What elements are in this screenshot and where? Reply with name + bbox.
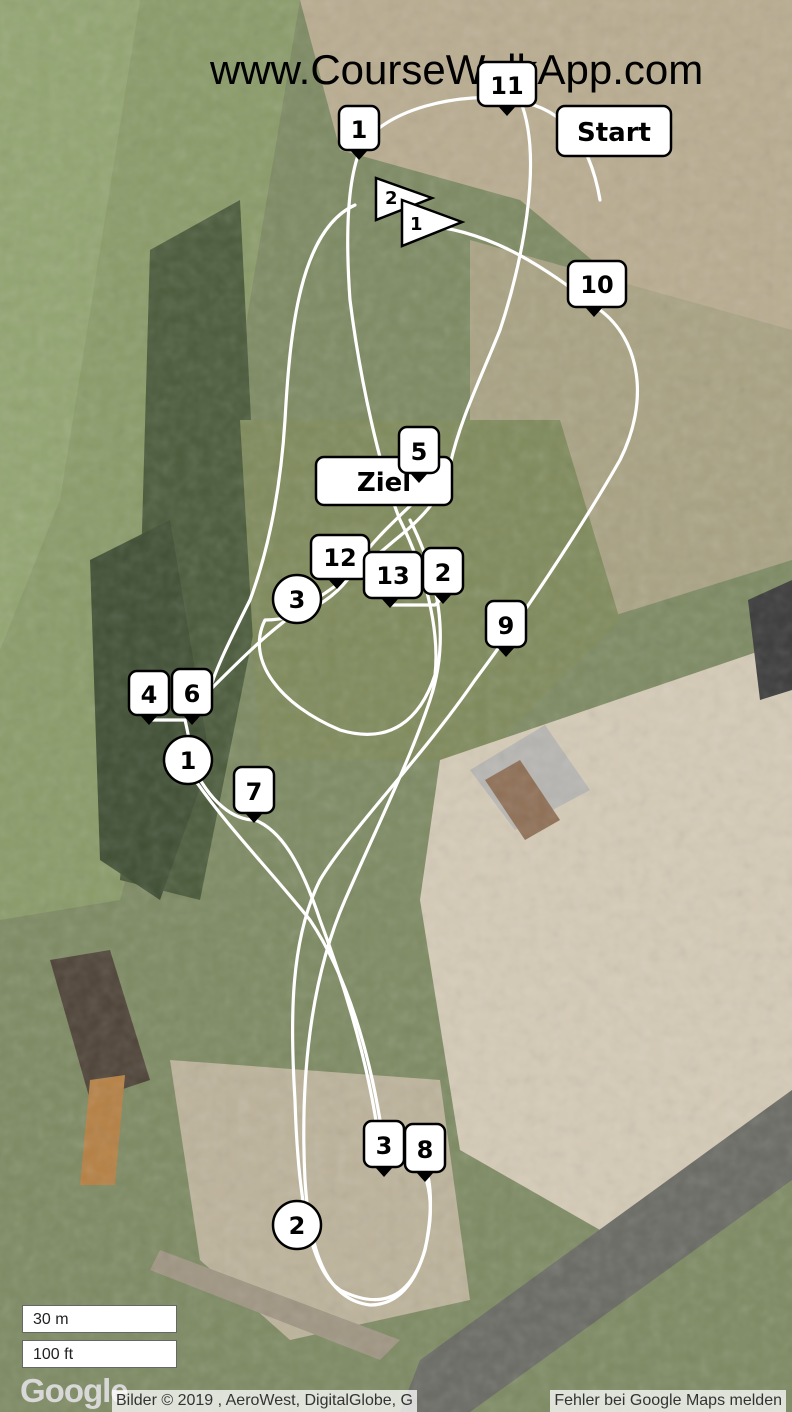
marker-label: 5	[411, 438, 428, 466]
obstacle-marker-5[interactable]: 5	[397, 425, 441, 483]
obstacle-marker-3-mid[interactable]: 3	[271, 573, 323, 625]
marker-label: 10	[580, 271, 613, 299]
marker-label: 2	[435, 559, 452, 587]
marker-label: 7	[246, 778, 263, 806]
marker-label: 3	[289, 586, 306, 614]
route-loop-top	[257, 95, 533, 736]
obstacle-marker-7[interactable]: 7	[232, 765, 276, 823]
site-url-label: www.CourseWalkApp.com	[209, 46, 703, 93]
obstacle-marker-6[interactable]: 6	[170, 667, 214, 725]
route-path-a	[208, 203, 357, 692]
marker-label: 3	[376, 1132, 393, 1160]
obstacle-marker-1-mid[interactable]: 1	[162, 734, 214, 786]
obstacle-marker-2-mid[interactable]: 2	[421, 546, 465, 604]
marker-label: 4	[141, 681, 158, 709]
obstacle-marker-8[interactable]: 8	[403, 1122, 447, 1182]
scale-metric: 30 m	[22, 1305, 177, 1333]
obstacle-marker-10[interactable]: 10	[566, 259, 628, 317]
route-path-e	[188, 758, 382, 1152]
obstacle-marker-12[interactable]: 12	[309, 533, 371, 589]
start-flag-1: 1	[400, 198, 466, 248]
obstacle-marker-9[interactable]: 9	[484, 599, 528, 657]
route-path-b	[290, 223, 639, 1302]
finish-label: Ziel	[314, 455, 454, 507]
obstacle-marker-11[interactable]: 11	[476, 60, 538, 116]
obstacle-marker-13[interactable]: 13	[362, 550, 424, 608]
marker-label: 9	[498, 612, 515, 640]
marker-label: 1	[351, 116, 368, 144]
marker-label: 6	[184, 680, 201, 708]
obstacle-marker-2-low[interactable]: 2	[271, 1199, 323, 1251]
marker-label: 1	[180, 747, 197, 775]
scale-imperial: 100 ft	[22, 1340, 177, 1368]
route-path-h	[388, 598, 442, 607]
marker-label: 2	[289, 1212, 306, 1240]
marker-label: 8	[417, 1136, 434, 1164]
start-label-text: Start	[577, 118, 651, 148]
marker-label: 11	[490, 72, 523, 100]
start-label: Start	[555, 104, 673, 158]
report-map-error-link[interactable]: Fehler bei Google Maps melden	[550, 1390, 786, 1412]
flag-2-text: 2	[385, 188, 398, 209]
google-logo: Google	[20, 1372, 129, 1409]
obstacle-marker-1-top[interactable]: 1	[337, 104, 381, 160]
obstacle-marker-4[interactable]: 4	[127, 669, 171, 725]
flag-1-text: 1	[410, 214, 423, 235]
obstacle-marker-3-low[interactable]: 3	[362, 1119, 406, 1177]
marker-label: 12	[323, 544, 356, 572]
marker-label: 13	[376, 562, 409, 590]
imagery-attribution: Bilder © 2019 , AeroWest, DigitalGlobe, …	[112, 1390, 417, 1412]
finish-label-text: Ziel	[357, 468, 411, 498]
route-path-c	[302, 518, 443, 1307]
